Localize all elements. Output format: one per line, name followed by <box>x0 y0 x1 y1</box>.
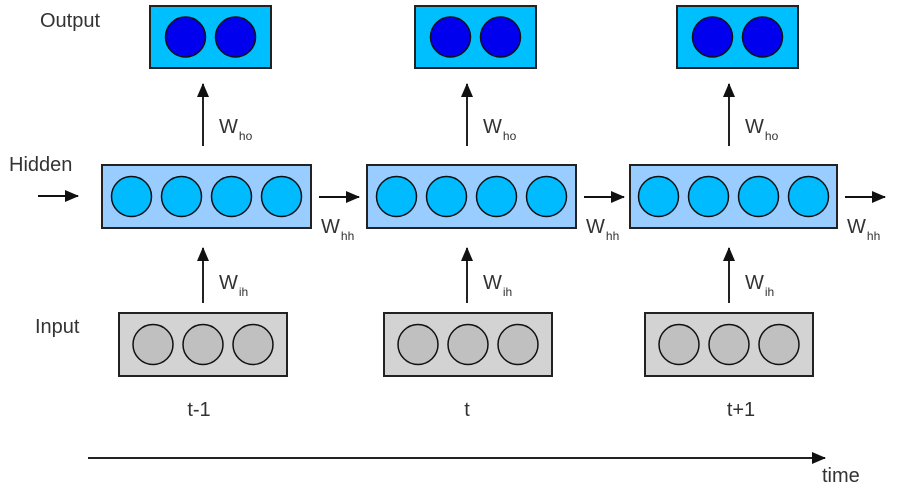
w-ih-label-subscript: ih <box>239 285 248 299</box>
input-node <box>397 323 439 366</box>
output-layer <box>414 5 537 69</box>
output-node <box>164 16 207 58</box>
w-hh-label: Whh <box>321 216 354 243</box>
output-node <box>479 16 522 58</box>
input-layer <box>118 312 288 377</box>
hidden-layer <box>629 164 838 229</box>
hidden-node <box>425 175 468 218</box>
w-hh-label: Whh <box>586 216 619 243</box>
hidden-node <box>110 175 153 218</box>
hidden-node <box>260 175 303 218</box>
input-node <box>232 323 274 366</box>
output-node <box>741 16 784 58</box>
w-ih-label-symbol: W <box>219 272 238 294</box>
w-hh-label-subscript: hh <box>606 229 619 243</box>
w-ho-label-subscript: ho <box>765 129 779 143</box>
hidden-node <box>637 175 680 218</box>
w-ih-label: Wih <box>483 272 512 299</box>
output-node <box>214 16 257 58</box>
input-layer <box>644 312 814 377</box>
hidden-node <box>687 175 730 218</box>
input-node <box>182 323 224 366</box>
hidden-layer <box>101 164 312 229</box>
w-ho-label: Who <box>483 116 517 143</box>
hidden-node <box>210 175 253 218</box>
w-ih-label: Wih <box>219 272 248 299</box>
w-hh-label-symbol: W <box>321 216 340 238</box>
output-node <box>429 16 472 58</box>
w-ih-label: Wih <box>745 272 774 299</box>
hidden-node <box>160 175 203 218</box>
hidden-node <box>787 175 830 218</box>
timestep-label: t <box>464 399 470 421</box>
w-ho-label-subscript: ho <box>239 129 253 143</box>
input-row-label: Input <box>35 316 80 338</box>
w-ho-label: Who <box>219 116 253 143</box>
output-node <box>691 16 734 58</box>
w-ho-label-symbol: W <box>219 116 238 138</box>
output-layer <box>676 5 799 69</box>
output-layer <box>149 5 272 69</box>
w-ho-label-subscript: ho <box>503 129 517 143</box>
w-hh-label-subscript: hh <box>867 229 880 243</box>
hidden-row-label: Hidden <box>9 154 72 176</box>
hidden-node <box>525 175 568 218</box>
input-node <box>758 323 800 366</box>
input-layer <box>383 312 553 377</box>
input-node <box>132 323 174 366</box>
hidden-node <box>737 175 780 218</box>
w-hh-label-symbol: W <box>847 216 866 238</box>
input-node <box>497 323 539 366</box>
w-hh-label-subscript: hh <box>341 229 354 243</box>
input-node <box>447 323 489 366</box>
w-ih-label-subscript: ih <box>503 285 512 299</box>
w-ho-label: Who <box>745 116 779 143</box>
time-axis-label: time <box>822 465 860 487</box>
hidden-layer <box>366 164 577 229</box>
w-ho-label-symbol: W <box>483 116 502 138</box>
w-hh-label: Whh <box>847 216 880 243</box>
w-hh-label-symbol: W <box>586 216 605 238</box>
w-ih-label-symbol: W <box>483 272 502 294</box>
timestep-label: t+1 <box>727 399 755 421</box>
w-ho-label-symbol: W <box>745 116 764 138</box>
output-row-label: Output <box>40 10 100 32</box>
timestep-label: t-1 <box>187 399 210 421</box>
hidden-node <box>475 175 518 218</box>
w-ih-label-symbol: W <box>745 272 764 294</box>
hidden-node <box>375 175 418 218</box>
w-ih-label-subscript: ih <box>765 285 774 299</box>
input-node <box>708 323 750 366</box>
input-node <box>658 323 700 366</box>
